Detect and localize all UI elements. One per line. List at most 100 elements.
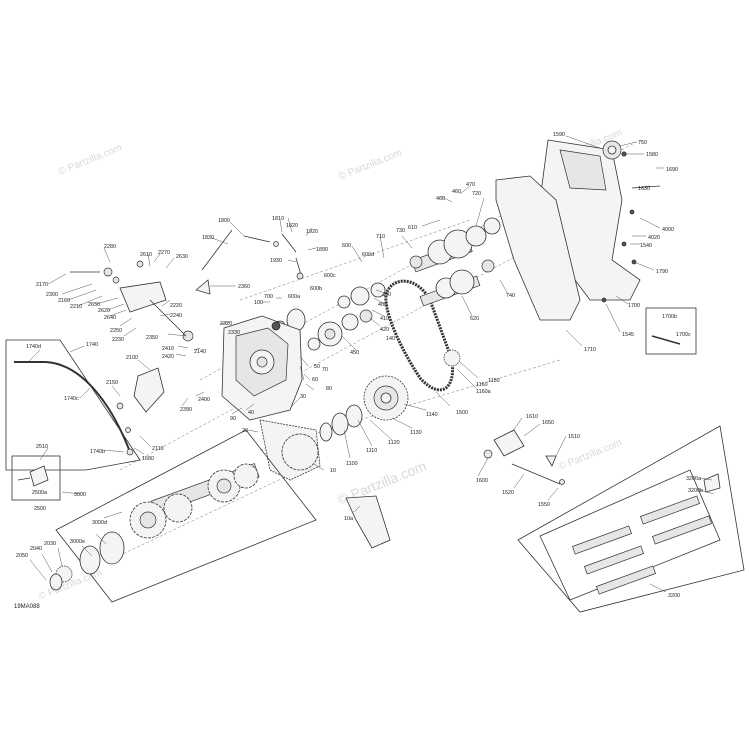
callout-label: 1630 [638,186,650,192]
callout-label: 3000 [74,492,86,498]
callout-label: 1610 [526,414,538,420]
watermark-text: © Partzilla.com [557,437,624,472]
callout-label: 1500 [456,410,468,416]
callout-label: 1650 [542,420,554,426]
callout-label: 720 [472,191,481,197]
callout-label: 1545 [622,332,634,338]
callout-label: 2110 [152,446,164,452]
callout-label: 1600 [476,478,488,484]
leader-lines [27,135,715,593]
callout-label: 2150 [106,380,118,386]
main-gearbox-housing [221,315,321,481]
callout-label: 4000 [662,227,674,233]
cover-gasket [495,175,581,321]
inset-panel-1740 [5,339,141,471]
large-sprocket [363,349,461,421]
callout-label: 90 [230,416,236,422]
shift-fork-assembly [483,429,565,485]
callout-label: 60 [312,377,318,383]
callout-label: 1930 [270,258,282,264]
callout-label: 2350 [146,335,158,341]
callout-label: 2400 [198,397,210,403]
drawing-code: 19MA088 [14,604,40,610]
callout-label: 1690 [666,167,678,173]
callout-label: 10a [344,516,353,522]
callout-label: 460 [436,196,445,202]
callout-label: 2240 [170,313,182,319]
callout-label: 2230 [112,337,124,343]
callout-label: 70 [322,367,328,373]
callout-label: 2640 [104,315,116,321]
inset-panel-2500 [11,455,61,501]
callout-label: 600a [288,294,300,300]
callout-label: 2210 [70,304,82,310]
callout-label: 1520 [502,490,514,496]
upper-gear-shaft [409,217,501,273]
callout-label: 2500 [34,506,46,512]
callout-label: 730 [396,228,405,234]
callout-label: 450 [350,350,359,356]
callout-label: 2160 [58,298,70,304]
callout-label: 1580 [646,152,658,158]
callout-label: 1510 [568,434,580,440]
callout-label: 10 [330,468,336,474]
rings-washers [286,308,363,442]
callout-label: 1740 [86,342,98,348]
callout-label: 740 [506,293,515,299]
callout-label: 600c [324,273,336,279]
watermark-text: © Partzilla.com [57,142,124,177]
callout-label: 2220 [170,303,182,309]
callout-label: 2140 [194,349,206,355]
callout-label: 1130 [410,430,422,436]
shift-drum-panel-3200 [517,425,745,613]
callout-label: 1550 [538,502,550,508]
callout-label: 600 [342,243,351,249]
callout-label: 2040 [30,546,42,552]
callout-label: 2650 [88,302,100,308]
callout-label: 710 [376,234,385,240]
callout-label: 1890 [316,247,328,253]
callout-label: 80 [326,386,332,392]
callout-label: 4020 [648,235,660,241]
rear-axle-panel [49,429,317,603]
callout-label: 1140 [426,412,438,418]
callout-label: 2510 [36,444,48,450]
callout-label: 2030 [44,541,56,547]
middle-gear-stack [274,282,386,351]
callout-label: 2420 [162,354,174,360]
callout-label: 470 [466,182,475,188]
callout-label: 30 [300,394,306,400]
callout-label: 620 [470,316,479,322]
callout-label: 1100 [346,461,358,467]
shift-linkage [182,229,304,342]
callout-label: 2330 [228,330,240,336]
callout-label: 1160a [476,389,491,395]
callout-label: 2500a [32,490,47,496]
callout-label: 2610 [140,252,152,258]
callout-label: 2050 [16,553,28,559]
callout-label: 1120 [388,440,400,446]
drum-detail [571,495,713,595]
callout-label: 2360 [238,284,250,290]
callout-label: 3000e [70,539,85,545]
callout-label: 1920 [306,229,318,235]
callout-label: 3200b [688,488,703,494]
callout-label: 1680 [142,456,154,462]
inset-panel-1700b [645,307,697,355]
callout-label: 2410 [162,346,174,352]
callout-label: 1800 [218,218,230,224]
callout-label: 1160 [476,382,488,388]
callout-label: 20 [242,428,248,434]
callout-label: 1740c [64,396,79,402]
callout-label: 2300 [46,292,58,298]
callout-labels: 1590 750 1580 1690 1630 4000 4020 1540 1… [16,132,703,599]
callout-label: 2320 [220,321,232,327]
callout-label: 1740b [90,449,105,455]
callout-label: 1540 [640,243,652,249]
callout-label: 140 [386,336,395,342]
callout-label: 1700c [676,332,691,338]
callout-label: 40 [248,410,254,416]
lower-gear-shaft [419,259,495,307]
